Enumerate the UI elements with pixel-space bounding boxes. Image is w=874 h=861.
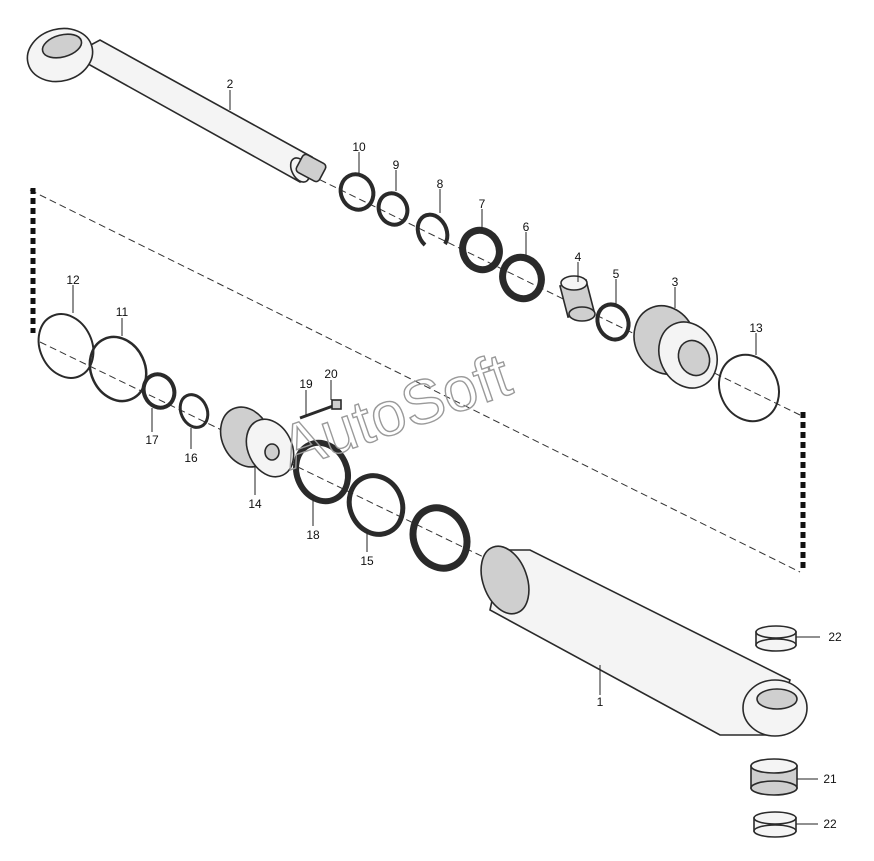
ring-part-5 [595,302,631,342]
callout-17: 17 [145,433,159,447]
bushing-part-21 [750,758,798,796]
snap-ring-part-8 [415,212,450,247]
callout-11: 11 [116,305,129,319]
callout-18: 18 [306,528,320,542]
callout-9: 9 [393,158,400,172]
callout-8: 8 [437,177,444,191]
ring-part-9 [376,191,410,227]
callout-13: 13 [749,321,763,335]
callout-7: 7 [479,197,486,211]
guide-ring-part [409,504,471,572]
cylinder-head-part-3 [633,305,718,389]
callout-21: 21 [823,772,837,786]
ring-part-18 [293,439,351,505]
callout-22-bottom: 22 [823,817,837,831]
seal-part-7 [459,226,503,274]
callout-15: 15 [360,554,374,568]
callout-3: 3 [672,275,679,289]
callout-5: 5 [613,267,620,281]
callout-1: 1 [597,695,604,709]
callout-14: 14 [248,497,262,511]
axis-line-upper [299,169,801,416]
ring-part-17 [141,372,177,410]
callout-6: 6 [523,220,530,234]
bushing-part-22-top [755,625,797,652]
seal-part-6 [499,253,545,303]
piston-part-14 [219,406,295,478]
cylinder-tube-part-1 [480,545,808,737]
leader-lines [72,90,820,825]
callout-4: 4 [575,250,582,264]
bushing-part-4 [559,275,596,322]
callout-2: 2 [227,77,234,91]
ring-part-13 [718,353,780,423]
callout-22-top: 22 [828,630,842,644]
callout-19: 19 [299,377,313,391]
ring-part-12 [37,313,95,379]
piston-rod [26,27,327,184]
ring-part-11 [88,335,148,403]
ring-part-10 [338,172,376,212]
callout-16: 16 [184,451,198,465]
callout-10: 10 [352,140,366,154]
callout-12: 12 [66,273,80,287]
axis-line-diagonal [29,189,801,573]
ring-part-15 [346,473,406,537]
bolt-part-20 [299,399,342,420]
callout-20: 20 [324,367,338,381]
watermark: AutoSoft [272,341,519,484]
bushing-part-22-bottom [753,811,797,838]
ring-part-16 [178,393,210,429]
